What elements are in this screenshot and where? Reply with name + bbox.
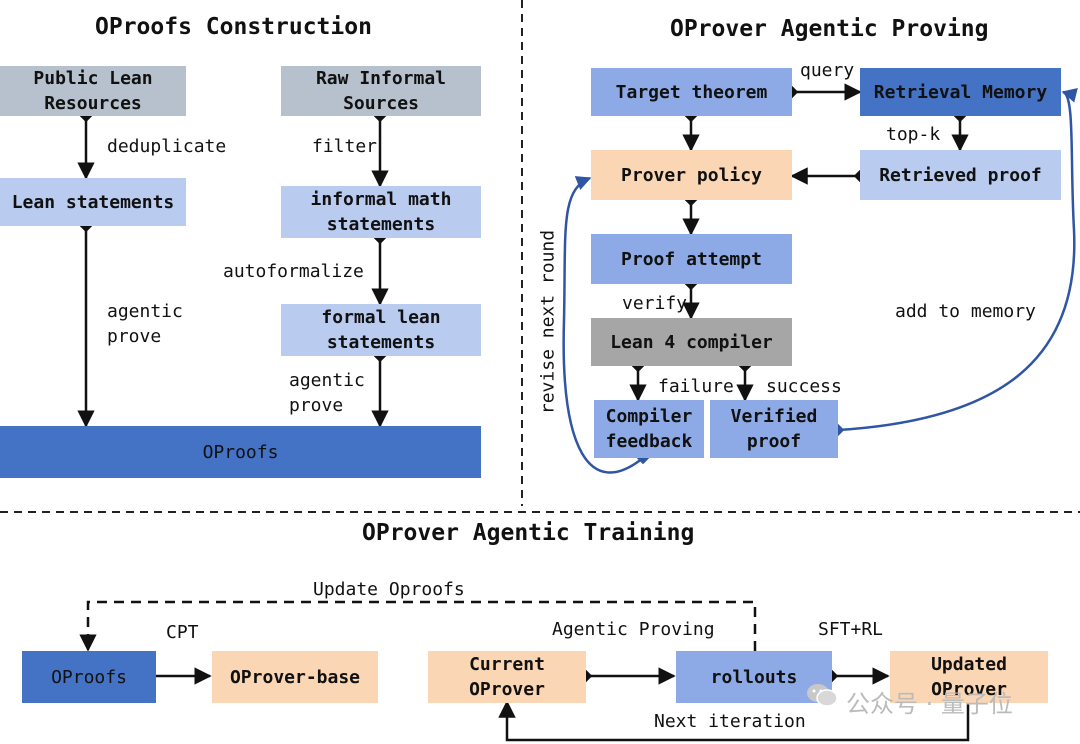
compiler-feedback-box: Compiler feedback xyxy=(594,400,704,458)
public-lean-resources-box: Public Lean Resources xyxy=(0,66,186,116)
target-theorem-box: Target theorem xyxy=(591,68,792,116)
update-oproofs-label: Update Oproofs xyxy=(313,579,465,600)
verify-label: verify xyxy=(622,293,688,314)
sft-rl-label: SFT+RL xyxy=(818,619,884,640)
next-iteration-label: Next iteration xyxy=(654,711,806,732)
prover-policy-box: Prover policy xyxy=(591,150,792,200)
deduplicate-label: deduplicate xyxy=(107,136,227,157)
curve-add-to-memory xyxy=(831,88,1078,437)
verified-proof-box: Verified proof xyxy=(710,400,838,458)
updated-oprover-box: Updated OProver xyxy=(890,651,1048,703)
agentic-prove-left-label: agentic prove xyxy=(107,301,183,347)
autoformalize-label: autoformalize xyxy=(223,261,364,282)
raw-informal-sources-box: Raw Informal Sources xyxy=(281,66,481,116)
filter-label: filter xyxy=(312,136,378,157)
failure-label: failure xyxy=(658,376,734,397)
curve-revise-next-round xyxy=(562,176,650,474)
formal-lean-statements-box: formal lean statements xyxy=(281,304,481,356)
lean-compiler-box: Lean 4 compiler xyxy=(591,318,792,366)
proving-title: OProver Agentic Proving xyxy=(670,16,989,42)
training-oproofs-box: OProofs xyxy=(22,651,156,703)
success-label: success xyxy=(766,376,842,397)
agentic-proving-label: Agentic Proving xyxy=(552,619,715,640)
lean-statements-box: Lean statements xyxy=(0,178,186,226)
query-label: query xyxy=(800,60,855,81)
retrieved-proof-box: Retrieved proof xyxy=(860,150,1061,200)
oproofs-bar: OProofs xyxy=(0,426,481,478)
cpt-label: CPT xyxy=(166,622,199,643)
current-oprover-box: Current OProver xyxy=(428,651,586,703)
retrieval-memory-box: Retrieval Memory xyxy=(860,68,1061,116)
top-k-label: top-k xyxy=(886,124,941,145)
arrow-next-iteration xyxy=(498,700,970,742)
add-to-memory-label: add to memory xyxy=(895,301,1036,322)
oprover-base-box: OProver-base xyxy=(212,651,378,703)
rollouts-box: rollouts xyxy=(676,651,832,703)
wechat-icon xyxy=(806,683,838,707)
watermark-text: 公众号 · 量子位 xyxy=(846,690,1013,718)
dashed-update-loop xyxy=(79,600,757,652)
informal-math-statements-box: informal math statements xyxy=(281,186,481,238)
agentic-prove-right-label: agentic prove xyxy=(289,370,365,416)
construction-title: OProofs Construction xyxy=(95,14,372,40)
proof-attempt-box: Proof attempt xyxy=(591,234,792,284)
revise-next-round-label: revise next round xyxy=(537,229,559,415)
training-title: OProver Agentic Training xyxy=(362,520,695,546)
